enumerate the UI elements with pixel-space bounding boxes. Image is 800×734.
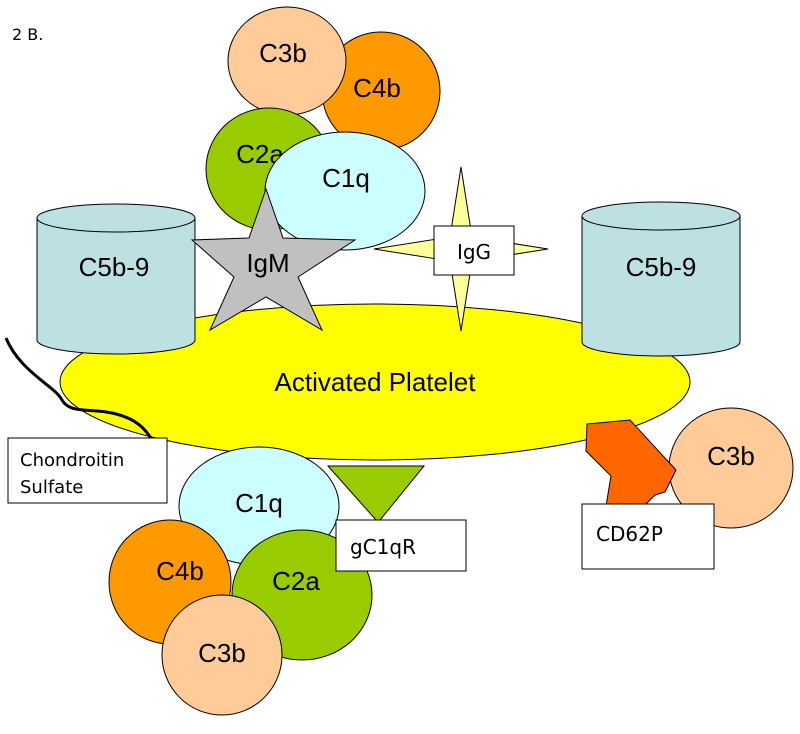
igm-label: IgM (246, 248, 289, 278)
cylinder-top (581, 201, 741, 231)
gc1qr-label: gC1qR (350, 535, 416, 559)
cylinder-body (581, 216, 741, 357)
c4b-top-label: C4b (353, 73, 401, 103)
c3b-cd62p-label: C3b (707, 441, 755, 471)
cylinder-top (36, 203, 196, 233)
platelet-label: Activated Platelet (275, 367, 477, 397)
cylinder-body (36, 218, 196, 355)
igm-star (190, 187, 357, 332)
c4b-bottom-label: C4b (156, 556, 204, 586)
cd62p-label: CD62P (596, 522, 663, 546)
c1q-bottom-label: C1q (235, 488, 283, 518)
c1q-top-label: C1q (322, 163, 370, 193)
c3b-top-label: C3b (259, 38, 307, 68)
mac-label-right: C5b-9 (626, 252, 697, 282)
igg-label-box (433, 225, 515, 276)
bottom-complement-complex: C1q C4b C2a C3b (108, 446, 373, 716)
chondroitin-label-box (7, 437, 168, 504)
cd62p-receptor (585, 419, 677, 513)
panel-label: 2 B. (12, 25, 43, 44)
gc1qr-receptor (326, 465, 426, 521)
mac-cylinder-right: C5b-9 (581, 201, 741, 357)
mac-cylinder-left: C5b-9 (36, 203, 196, 355)
gc1qr-label-box (335, 519, 467, 572)
cd62p-label-box (581, 503, 715, 570)
mac-label-left: C5b-9 (79, 252, 150, 282)
igg-label: IgG (457, 240, 491, 264)
top-complement-complex: C4b C3b C2a C1q (205, 6, 441, 251)
chondroitin-label-line1: Chondroitin (20, 450, 124, 471)
chondroitin-sulfate-chain (4, 337, 154, 441)
c2a-bottom-label: C2a (272, 566, 320, 596)
chondroitin-label-line2: Sulfate (20, 477, 83, 498)
c3b-bottom (161, 594, 283, 716)
c3b-bottom-label: C3b (198, 638, 246, 668)
platelet-body (59, 303, 691, 461)
